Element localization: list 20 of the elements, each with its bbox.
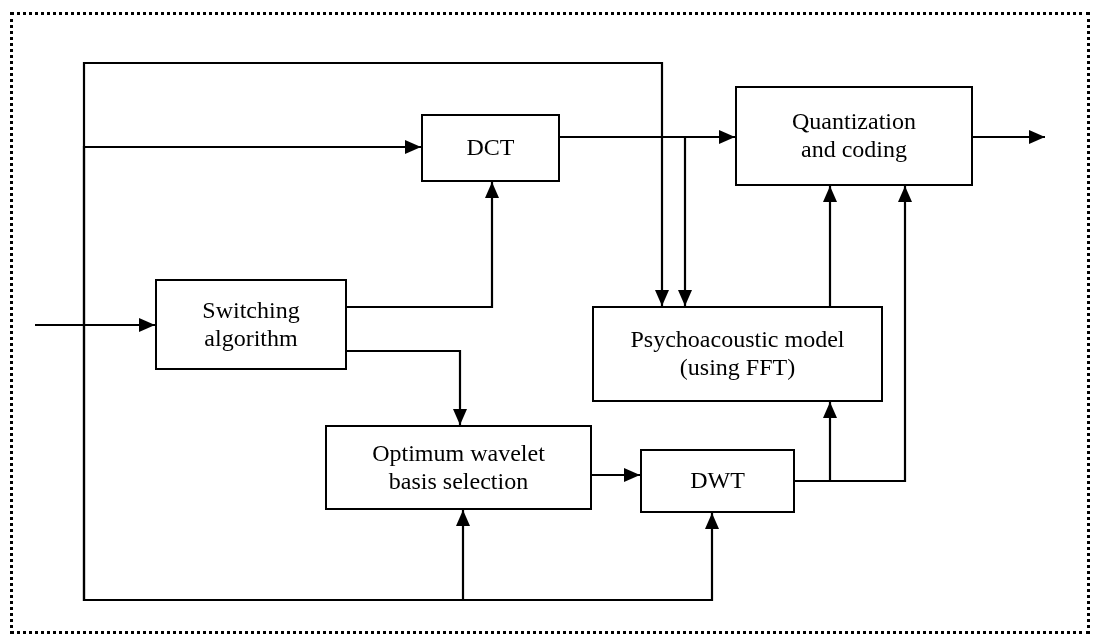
process-box xyxy=(592,306,883,402)
arrow xyxy=(347,182,499,309)
arrow xyxy=(795,186,912,483)
arrow xyxy=(592,468,640,482)
arrow xyxy=(560,135,692,306)
arrow xyxy=(35,323,719,602)
arrow xyxy=(973,130,1045,144)
process-box xyxy=(421,114,560,182)
box-label: Optimum wavelet basis selection xyxy=(371,439,546,496)
process-box xyxy=(155,279,347,370)
process-box xyxy=(640,449,795,513)
arrow xyxy=(823,186,837,306)
box-label: Quantization and coding xyxy=(791,108,917,164)
box-label: DWT xyxy=(690,467,745,495)
box-label: Psychoacoustic model (using FFT) xyxy=(629,326,846,382)
box-label: Switching algorithm xyxy=(201,296,301,353)
arrow xyxy=(347,349,467,425)
process-box xyxy=(735,86,973,186)
process-box xyxy=(325,425,592,510)
box-label: DCT xyxy=(466,134,515,162)
